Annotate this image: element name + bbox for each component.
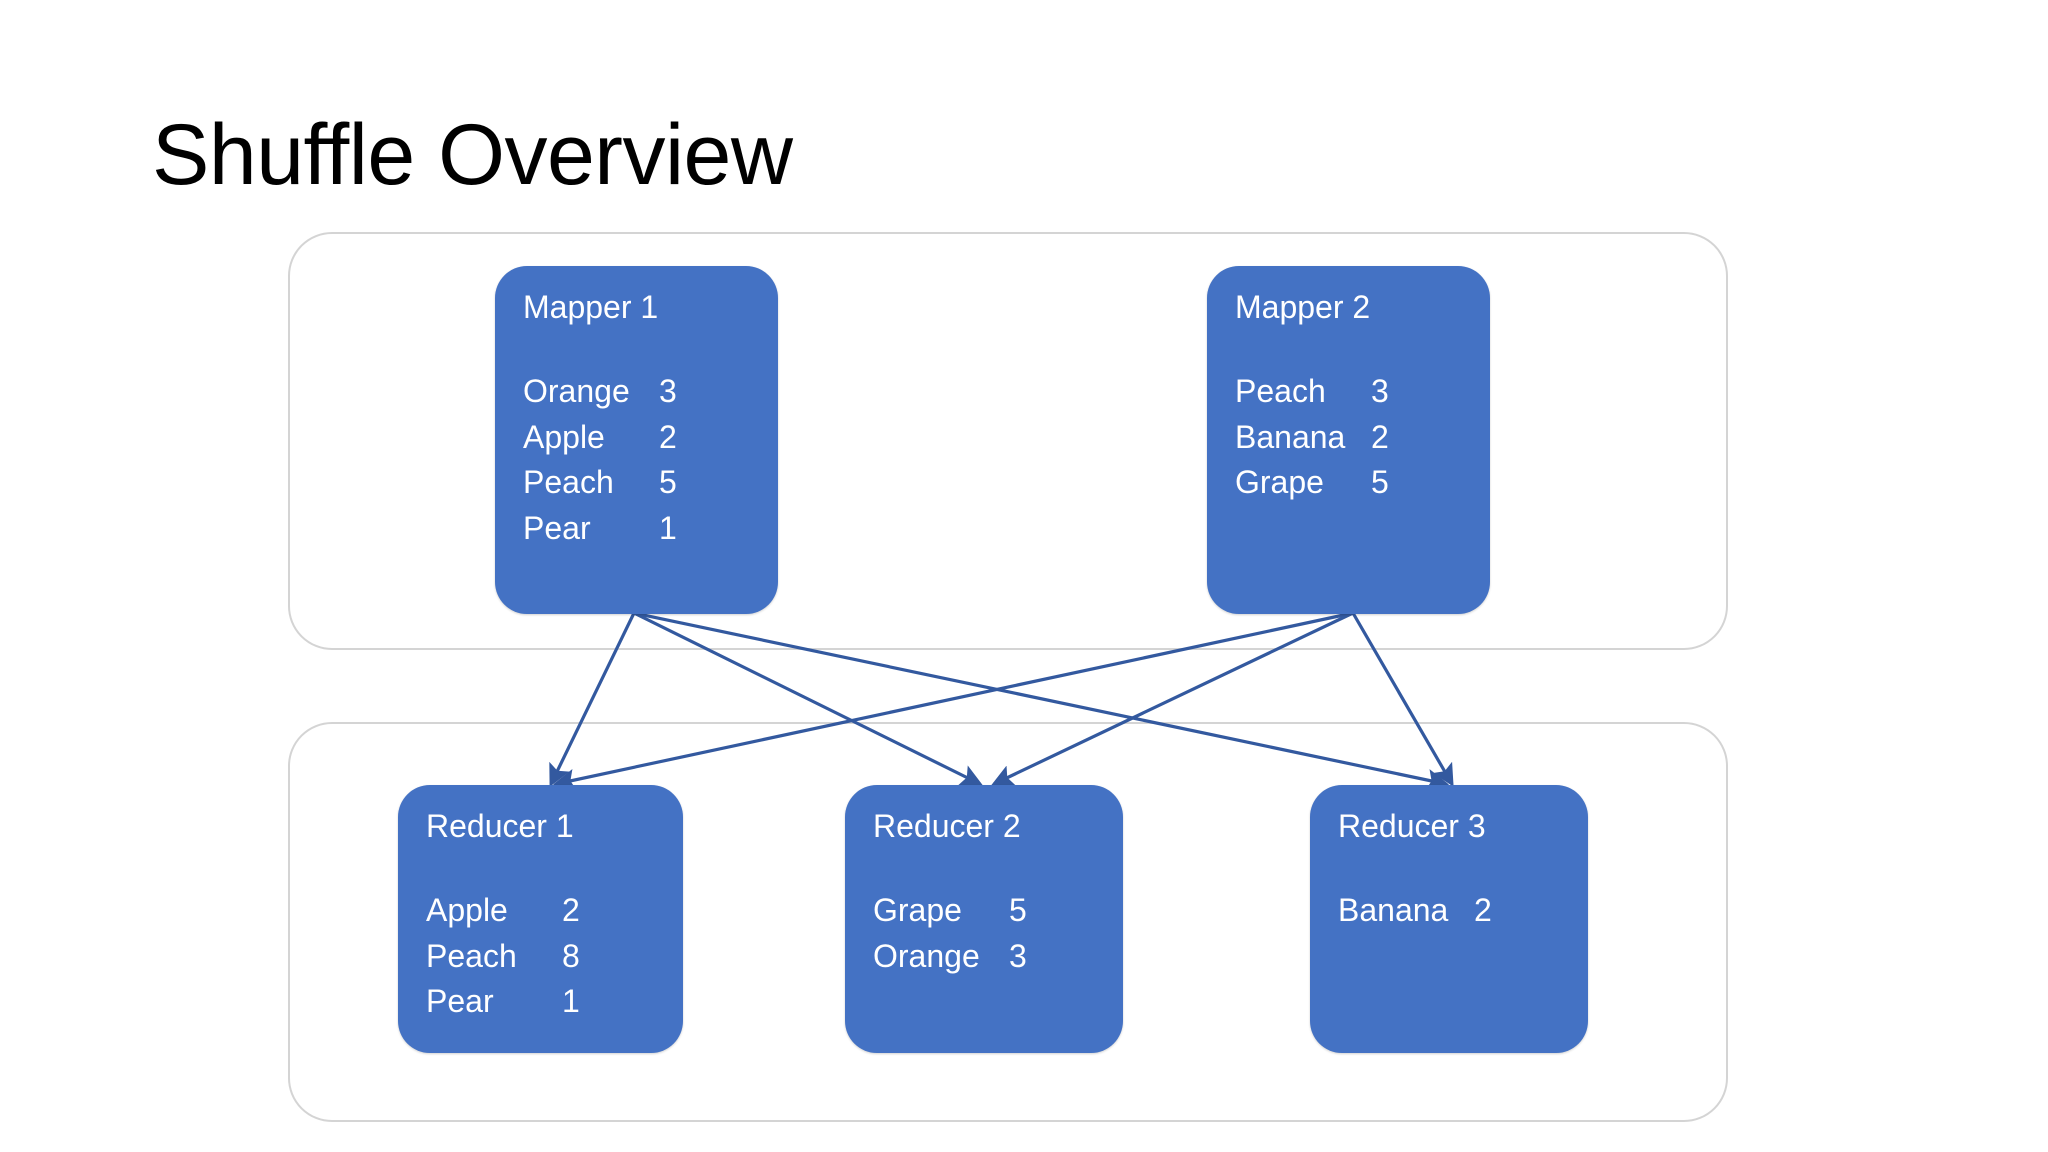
row-value: 5 (1371, 464, 1389, 501)
row-key: Pear (426, 983, 494, 1020)
row-key: Peach (1235, 373, 1326, 410)
row-value: 1 (659, 509, 677, 546)
row-value: 8 (562, 937, 580, 974)
row-value: 3 (659, 373, 677, 410)
reducer-3-rows: Banana 2 (1338, 888, 1560, 933)
reducer-2-title: Reducer 2 (873, 808, 1021, 844)
table-row: Banana 2 (1235, 415, 1462, 460)
row-key: Pear (523, 509, 591, 546)
page-title: Shuffle Overview (152, 107, 793, 203)
row-key: Apple (523, 418, 605, 455)
row-key: Orange (523, 373, 630, 410)
table-row: Apple 2 (523, 415, 750, 460)
reducer-1-title: Reducer 1 (426, 808, 574, 844)
table-row: Orange 3 (523, 369, 750, 414)
reducer-1-rows: Apple 2 Peach 8 Pear 1 (426, 888, 655, 1024)
mapper-1-rows: Orange 3 Apple 2 Peach 5 Pear 1 (523, 369, 750, 551)
row-key: Apple (426, 892, 508, 929)
row-key: Grape (1235, 464, 1324, 501)
row-value: 3 (1371, 373, 1389, 410)
row-value: 5 (1009, 892, 1027, 929)
row-key: Banana (1235, 418, 1346, 455)
table-row: Apple 2 (426, 888, 655, 933)
table-row: Peach 5 (523, 460, 750, 505)
row-value: 2 (562, 892, 580, 929)
reducer-3-title: Reducer 3 (1338, 808, 1486, 844)
reducer-2-box[interactable]: Reducer 2 Grape 5 Orange 3 (845, 785, 1123, 1053)
mapper-1-box[interactable]: Mapper 1 Orange 3 Apple 2 Peach 5 Pear 1 (495, 266, 778, 614)
row-value: 2 (1474, 892, 1492, 929)
row-value: 2 (659, 418, 677, 455)
table-row: Banana 2 (1338, 888, 1560, 933)
row-value: 3 (1009, 937, 1027, 974)
mapper-2-rows: Peach 3 Banana 2 Grape 5 (1235, 369, 1462, 505)
table-row: Orange 3 (873, 934, 1095, 979)
row-key: Grape (873, 892, 962, 929)
table-row: Grape 5 (1235, 460, 1462, 505)
row-key: Peach (426, 937, 517, 974)
table-row: Pear 1 (523, 506, 750, 551)
row-key: Peach (523, 464, 614, 501)
mapper-2-title: Mapper 2 (1235, 289, 1371, 325)
row-value: 1 (562, 983, 580, 1020)
table-row: Grape 5 (873, 888, 1095, 933)
reducer-3-box[interactable]: Reducer 3 Banana 2 (1310, 785, 1588, 1053)
table-row: Peach 3 (1235, 369, 1462, 414)
reducer-2-rows: Grape 5 Orange 3 (873, 888, 1095, 979)
row-value: 5 (659, 464, 677, 501)
row-key: Orange (873, 937, 980, 974)
row-value: 2 (1371, 418, 1389, 455)
mapper-2-box[interactable]: Mapper 2 Peach 3 Banana 2 Grape 5 (1207, 266, 1490, 614)
mapper-1-title: Mapper 1 (523, 289, 659, 325)
table-row: Peach 8 (426, 934, 655, 979)
row-key: Banana (1338, 892, 1449, 929)
table-row: Pear 1 (426, 979, 655, 1024)
reducer-1-box[interactable]: Reducer 1 Apple 2 Peach 8 Pear 1 (398, 785, 683, 1053)
